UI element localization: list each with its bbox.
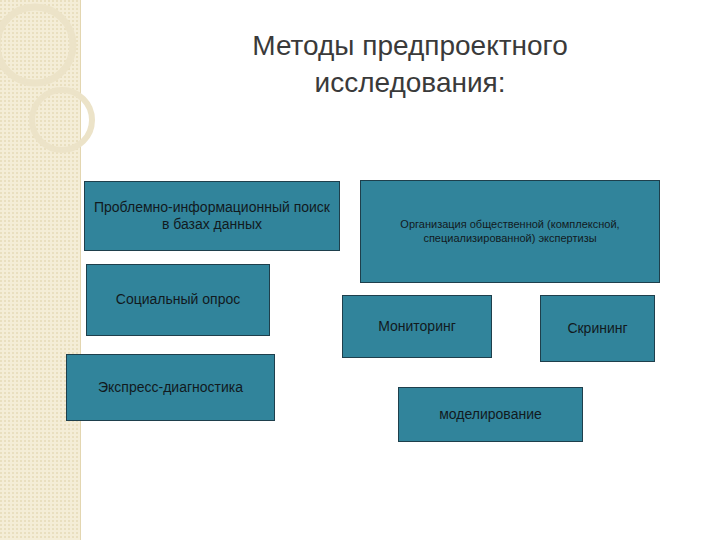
method-box: Скрининг	[540, 295, 655, 362]
band-edge	[80, 0, 81, 540]
method-label: Экспресс-диагностика	[90, 373, 251, 403]
method-label: Мониторинг	[370, 312, 464, 342]
method-label: моделирование	[431, 400, 550, 430]
method-label: Проблемно-информационный поиск в базах д…	[85, 193, 339, 240]
method-label: Организация общественной (комплексной, с…	[361, 212, 659, 252]
method-label: Социальный опрос	[108, 285, 248, 315]
method-box: Мониторинг	[342, 295, 492, 358]
ring	[0, 7, 73, 83]
ring	[32, 90, 92, 150]
method-box: Организация общественной (комплексной, с…	[360, 180, 660, 283]
method-box: Проблемно-информационный поиск в базах д…	[84, 181, 340, 251]
method-box: Экспресс-диагностика	[66, 354, 275, 421]
method-box: моделирование	[398, 387, 583, 442]
method-box: Социальный опрос	[86, 264, 270, 336]
method-label: Скрининг	[559, 314, 635, 344]
slide-title: Методы предпроектного исследования:	[240, 28, 580, 102]
